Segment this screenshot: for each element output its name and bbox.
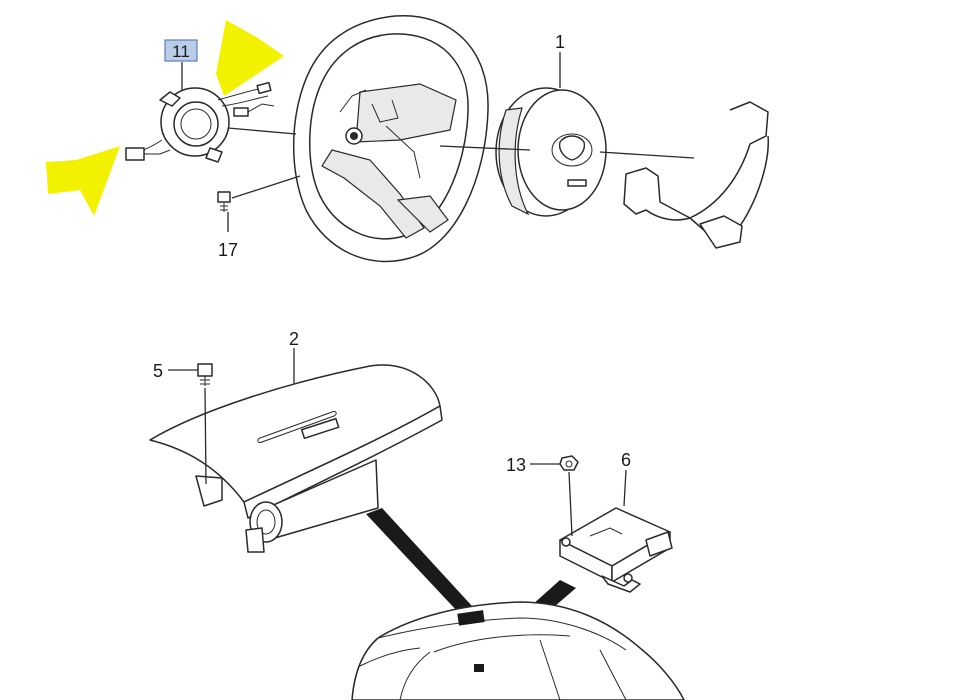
callout-5: 5	[153, 361, 163, 381]
callout-1: 1	[555, 32, 565, 52]
nut-13[interactable]	[559, 455, 579, 471]
airbag-control-unit[interactable]	[559, 507, 673, 593]
highlight-arrow-left	[46, 146, 120, 216]
bolt-5[interactable]	[197, 363, 213, 386]
bolt-17[interactable]	[217, 191, 231, 212]
steering-wheel[interactable]	[292, 15, 489, 263]
highlight-arrow-top	[216, 20, 284, 96]
callout-6: 6	[621, 450, 631, 470]
callout-13: 13	[506, 455, 526, 475]
driver-airbag-module[interactable]	[495, 87, 607, 217]
callout-2: 2	[289, 329, 299, 349]
location-pointer-passenger	[366, 508, 472, 612]
passenger-airbag-module[interactable]	[149, 364, 443, 553]
clock-spring[interactable]	[125, 81, 275, 163]
callout-17: 17	[218, 240, 238, 260]
callout-11: 11	[172, 42, 190, 61]
vehicle-outline	[351, 601, 685, 700]
callout-box-11	[164, 39, 198, 62]
steering-cover-trim[interactable]	[623, 101, 769, 249]
